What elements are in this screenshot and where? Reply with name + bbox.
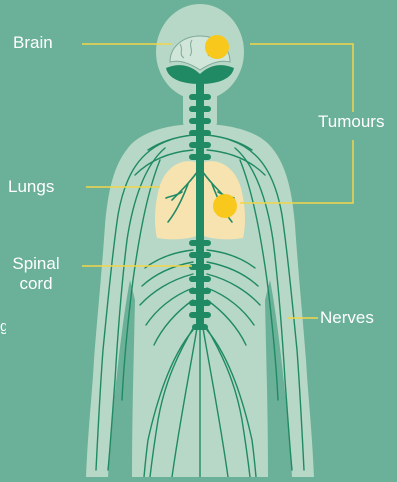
- label-spinal-line2: cord: [8, 274, 64, 294]
- tumour-marker-brain: [205, 35, 229, 59]
- tumour-marker-lung: [213, 194, 237, 218]
- label-brain: Brain: [13, 33, 53, 53]
- label-spinal-line1: Spinal: [8, 254, 64, 274]
- tumours-leader-line-top: [250, 44, 353, 112]
- cropped-text-fragment: g: [0, 318, 6, 338]
- label-tumours: Tumours: [318, 112, 384, 132]
- label-lungs: Lungs: [8, 177, 54, 197]
- label-spinal-cord: Spinal cord: [8, 254, 64, 294]
- label-nerves: Nerves: [320, 308, 374, 328]
